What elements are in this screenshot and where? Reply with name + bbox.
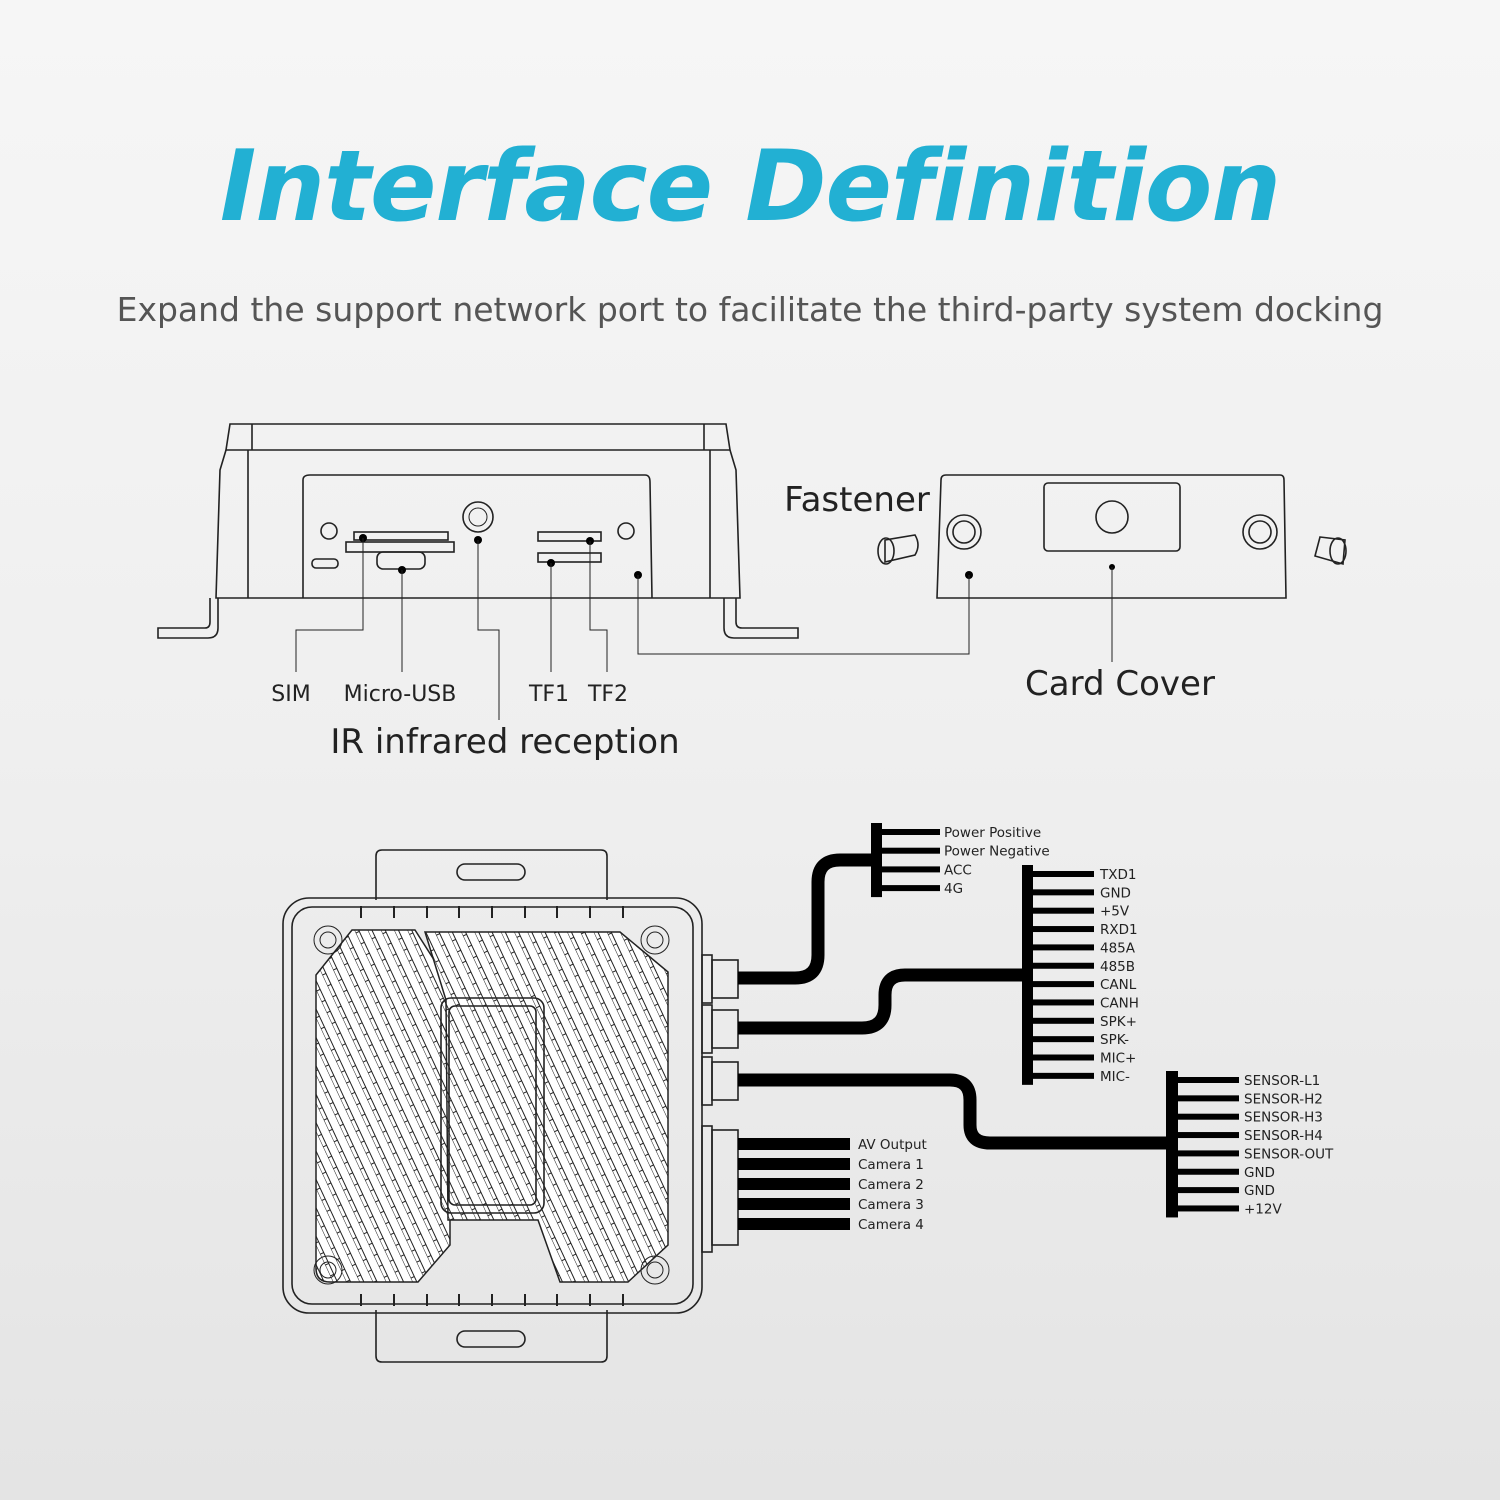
serial-pin-wire xyxy=(1033,944,1094,951)
serial-pin-wire xyxy=(1033,962,1094,969)
power-pin-label: 4G xyxy=(944,881,963,897)
power-pin-wire xyxy=(882,847,940,854)
serial-pin-label: MIC+ xyxy=(1100,1051,1136,1067)
serial-pin-label: SPK+ xyxy=(1100,1014,1137,1030)
serial-pin-label: GND xyxy=(1100,885,1131,901)
sensor-pin-label: SENSOR-H4 xyxy=(1244,1128,1323,1144)
video-cable-label: Camera 2 xyxy=(858,1177,924,1193)
serial-pin-wire xyxy=(1033,981,1094,988)
serial-pin-label: +5V xyxy=(1100,904,1130,920)
video-cable-label: Camera 4 xyxy=(858,1217,924,1233)
sensor-pin-wire xyxy=(1178,1150,1239,1157)
serial-pin-label: 485A xyxy=(1100,940,1136,956)
serial-pin-wire xyxy=(1033,1054,1094,1061)
sensor-pin-label: SENSOR-H2 xyxy=(1244,1091,1323,1107)
sensor-pin-label: +12V xyxy=(1244,1201,1282,1217)
serial-pin-wire xyxy=(1033,1072,1094,1079)
video-cable xyxy=(738,1178,850,1190)
label-sim: SIM xyxy=(271,682,310,707)
sensor-cable xyxy=(738,1073,1172,1150)
serial-pin-label: MIC- xyxy=(1100,1069,1130,1085)
video-cable-label: AV Output xyxy=(858,1137,927,1153)
label-tf2: TF2 xyxy=(587,682,628,707)
sensor-pin-label: SENSOR-L1 xyxy=(1244,1073,1320,1089)
sensor-pin-wire xyxy=(1178,1187,1239,1194)
power-pin-label: Power Positive xyxy=(944,825,1041,841)
video-cable xyxy=(738,1158,850,1170)
serial-pin-wire xyxy=(1033,1017,1094,1024)
serial-pin-wire xyxy=(1033,1036,1094,1043)
video-cable-label: Camera 1 xyxy=(858,1157,924,1173)
power-bundle-bar xyxy=(871,823,882,898)
serial-pin-label: TXD1 xyxy=(1099,867,1136,883)
card-cover xyxy=(936,474,1287,599)
sensor-pin-wire xyxy=(1178,1077,1239,1083)
device-top-view xyxy=(282,849,703,1363)
sensor-pin-label: GND xyxy=(1244,1183,1275,1199)
sensor-pin-wire xyxy=(1178,1095,1239,1102)
serial-pin-label: CANH xyxy=(1100,995,1139,1011)
power-pin-wire xyxy=(882,866,940,873)
power-pin-label: ACC xyxy=(944,862,972,878)
sensor-bundle-bar xyxy=(1166,1071,1178,1218)
serial-pin-label: CANL xyxy=(1100,977,1137,993)
sensor-pin-label: GND xyxy=(1244,1165,1275,1181)
power-cable xyxy=(738,853,878,985)
video-cable xyxy=(738,1218,850,1230)
sensor-pin-label: SENSOR-H3 xyxy=(1244,1110,1323,1126)
front-panel-device xyxy=(157,423,1115,720)
video-cable xyxy=(738,1138,850,1150)
page-subtitle: Expand the support network port to facil… xyxy=(116,290,1384,329)
serial-bundle-bar xyxy=(1022,865,1033,1085)
serial-pin-wire xyxy=(1033,889,1094,896)
serial-pin-label: RXD1 xyxy=(1100,922,1138,938)
side-connectors xyxy=(701,954,739,1253)
power-pin-label: Power Negative xyxy=(944,844,1050,860)
power-pin-wire xyxy=(882,829,940,835)
serial-pin-wire xyxy=(1033,999,1094,1006)
sensor-pin-wire xyxy=(1178,1132,1239,1139)
video-cable xyxy=(738,1198,850,1210)
page-title: Interface Definition xyxy=(219,130,1281,244)
sensor-pin-wire xyxy=(1178,1113,1239,1120)
sensor-pin-wire xyxy=(1178,1168,1239,1175)
serial-pin-label: 485B xyxy=(1100,959,1135,975)
video-cable-label: Camera 3 xyxy=(858,1197,924,1213)
serial-cable xyxy=(738,968,1027,1035)
serial-pin-label: SPK- xyxy=(1100,1032,1129,1048)
serial-pin-wire xyxy=(1033,871,1094,877)
label-micro-usb: Micro-USB xyxy=(344,682,457,707)
label-tf1: TF1 xyxy=(528,682,569,707)
label-ir-reception: IR infrared reception xyxy=(330,722,679,762)
serial-pin-wire xyxy=(1033,907,1094,914)
sensor-pin-label: SENSOR-OUT xyxy=(1244,1146,1334,1162)
power-pin-wire xyxy=(882,885,940,892)
sensor-pin-wire xyxy=(1178,1205,1239,1212)
label-card-cover: Card Cover xyxy=(1025,664,1215,704)
fastener-screw-icon xyxy=(877,534,1347,566)
label-fastener: Fastener xyxy=(784,480,930,520)
serial-pin-wire xyxy=(1033,926,1094,933)
